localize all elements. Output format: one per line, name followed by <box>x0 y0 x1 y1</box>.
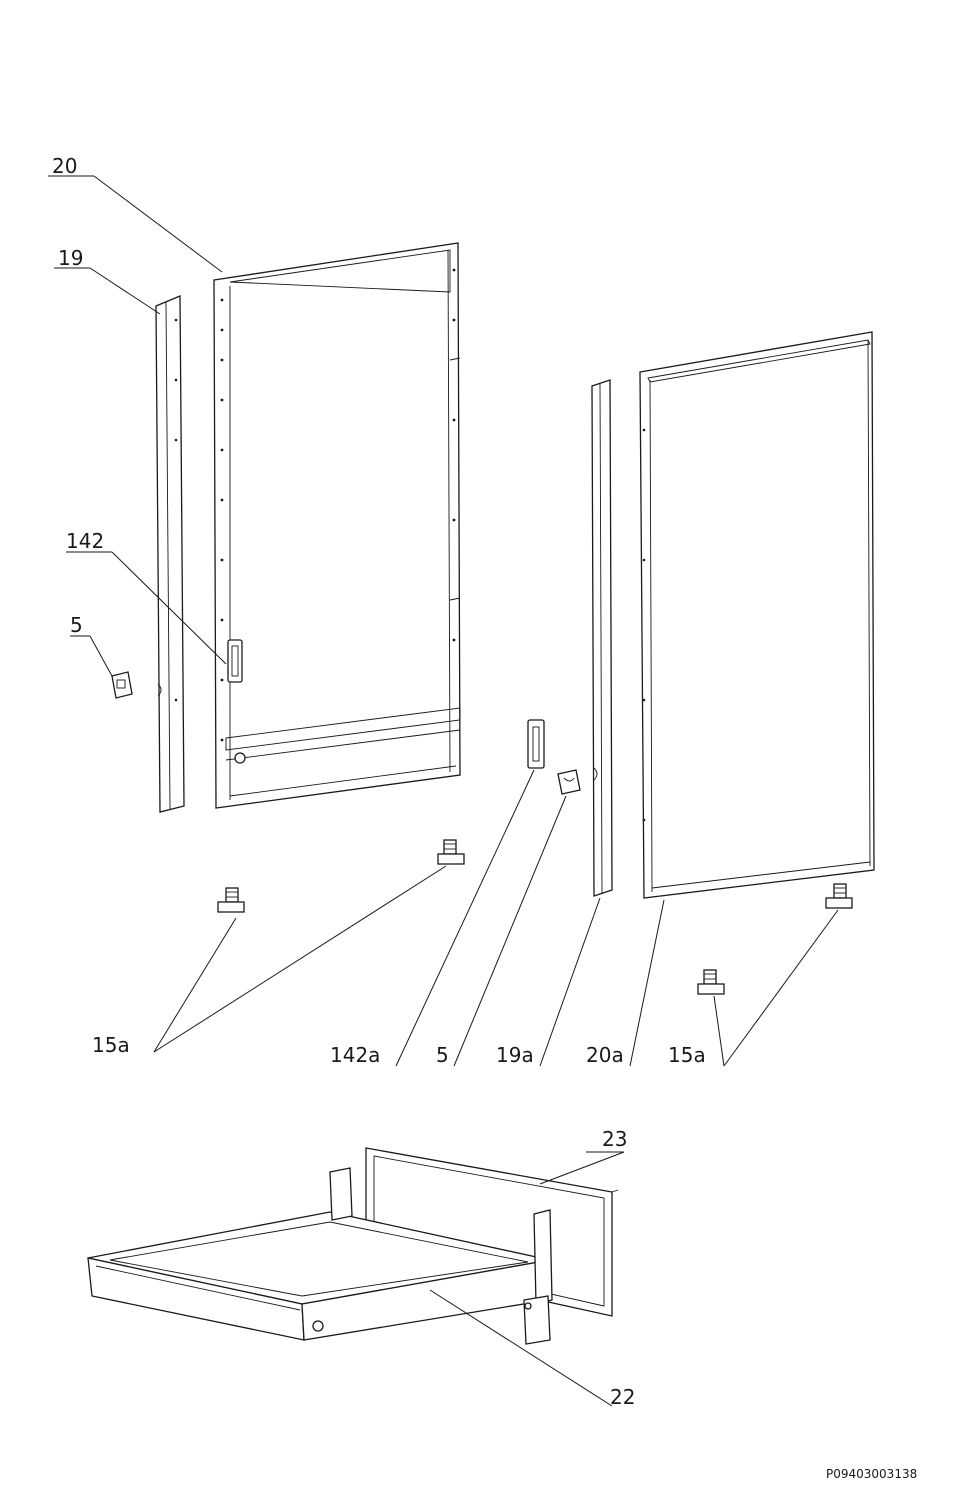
drawing-code: P09403003138 <box>826 1467 917 1481</box>
side-panel-left <box>213 242 461 809</box>
label-142: 142 <box>66 529 104 553</box>
strip-right <box>591 379 613 897</box>
hinge-bracket-142 <box>227 639 243 683</box>
label-15a-right: 15a <box>668 1043 706 1067</box>
label-5-left: 5 <box>70 613 83 637</box>
hinge-bracket-142a <box>527 719 545 769</box>
leader-lines <box>48 175 839 1407</box>
label-22: 22 <box>610 1385 635 1409</box>
foot-15a-4 <box>697 969 725 995</box>
label-5-middle: 5 <box>436 1043 449 1067</box>
clip-5-left <box>111 671 133 699</box>
clip-5-middle <box>557 769 581 795</box>
label-19a: 19a <box>496 1043 534 1067</box>
side-panel-right <box>639 331 875 899</box>
label-15a-left: 15a <box>92 1033 130 1057</box>
foot-15a-1 <box>217 887 245 913</box>
label-19: 19 <box>58 246 83 270</box>
foot-15a-2 <box>437 839 465 865</box>
base-tray <box>87 1167 553 1345</box>
label-142a: 142a <box>330 1043 380 1067</box>
foot-15a-3 <box>825 883 853 909</box>
label-20: 20 <box>52 154 77 178</box>
strip-left <box>155 295 185 813</box>
label-23: 23 <box>602 1127 627 1151</box>
label-20a: 20a <box>586 1043 624 1067</box>
